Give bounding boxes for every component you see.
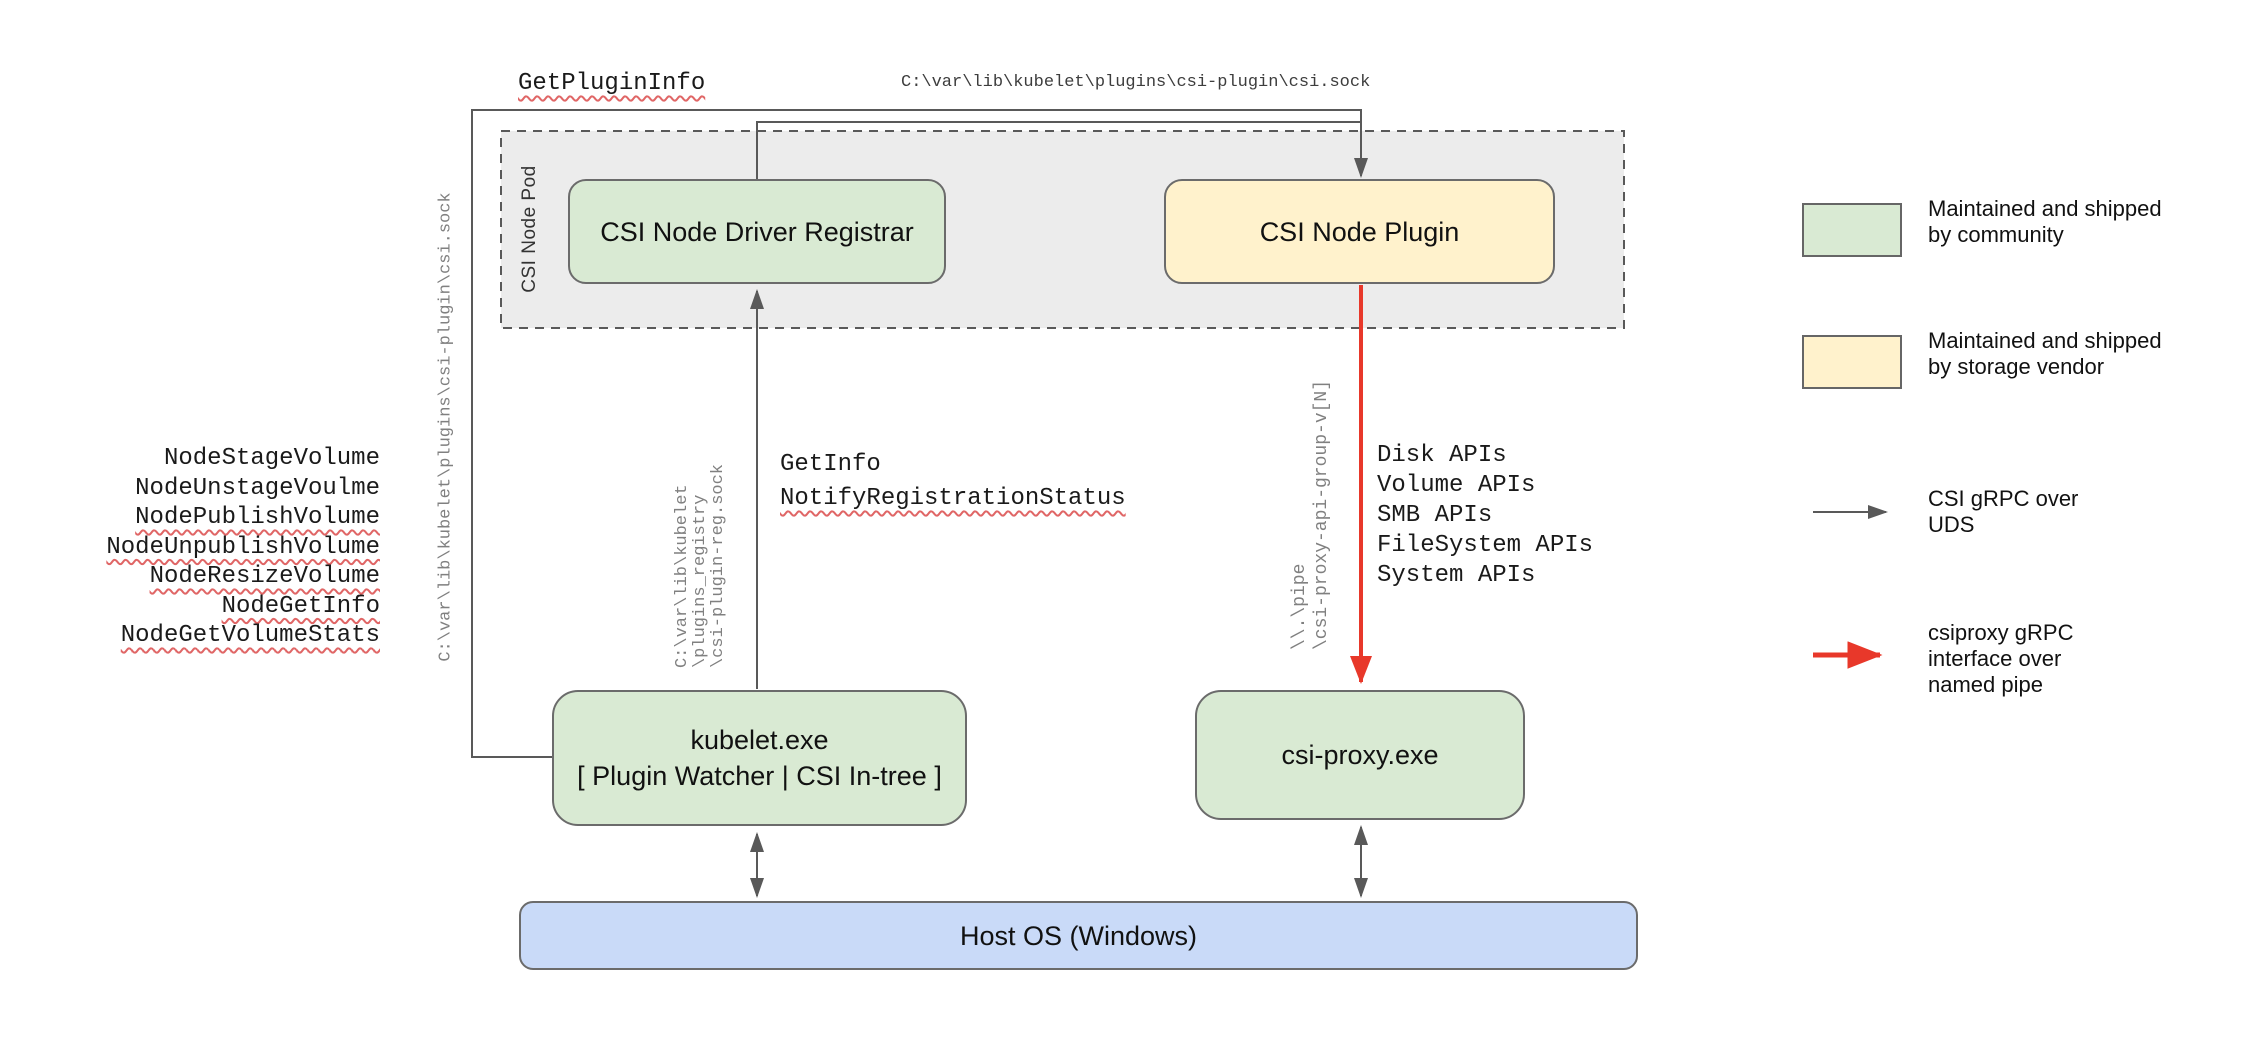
node-call: NodeResizeVolume [149, 563, 380, 590]
host-os-label: Host OS (Windows) [959, 920, 1198, 951]
legend-vendor-label: Maintained and shipped by storage vendor [1928, 328, 2162, 379]
node-call: NodeGetInfo [221, 592, 380, 620]
kubelet-title: kubelet.exe [690, 725, 829, 755]
kubelet-box: kubelet.exe [ Plugin Watcher | CSI In-tr… [552, 690, 967, 826]
node-rpc-call-list: NodeStageVolume NodeUnstageVoulme NodePu… [60, 444, 380, 651]
node-call: NodeUnpublishVolume [106, 533, 380, 561]
csi-node-driver-registrar-box: CSI Node Driver Registrar [568, 179, 946, 284]
proxy-api: Volume APIs [1377, 472, 1536, 499]
proxy-api: FileSystem APIs [1377, 532, 1594, 559]
legend-community-label: Maintained and shipped by community [1928, 196, 2162, 247]
node-call: NodeUnstageVoulme [135, 474, 380, 502]
proxy-api-list: Disk APIs Volume APIs SMB APIs FileSyste… [1377, 441, 1593, 591]
registrar-rpc-labels: GetInfo NotifyRegistrationStatus [780, 448, 1126, 516]
csi-sock-path-left-label: C:\var\lib\kubelet\plugins\csi-plugin\cs… [436, 192, 456, 662]
legend-community-swatch [1802, 203, 1902, 257]
uds-line-registrar-to-plugin [756, 121, 1361, 179]
node-call: NodePublishVolume [135, 504, 380, 531]
proxy-api: Disk APIs [1377, 442, 1507, 469]
legend-pipe-label: csiproxy gRPC interface over named pipe [1928, 620, 2074, 697]
node-call: NodeGetVolumeStats [120, 622, 380, 649]
csi-proxy-box: csi-proxy.exe [1195, 690, 1525, 820]
node-call: NodeStageVolume [163, 445, 380, 472]
csi-node-plugin-box: CSI Node Plugin [1164, 179, 1555, 284]
csi-proxy-label: csi-proxy.exe [1281, 740, 1439, 770]
proxy-api: SMB APIs [1377, 502, 1493, 529]
legend-vendor-swatch [1802, 335, 1902, 389]
host-os-box: Host OS (Windows) [519, 901, 1638, 970]
legend-uds-label: CSI gRPC over UDS [1928, 486, 2079, 537]
notify-registration-status-label: NotifyRegistrationStatus [780, 485, 1126, 512]
kubelet-subtitle: [ Plugin Watcher | CSI In-tree ] [577, 761, 942, 791]
get-plugin-info-label: GetPluginInfo [518, 70, 706, 97]
csi-node-driver-registrar-label: CSI Node Driver Registrar [600, 216, 914, 247]
named-pipe-path-label: \\.\pipe \csi-proxy-api-group-v[N] [1290, 379, 1332, 651]
csi-node-plugin-label: CSI Node Plugin [1259, 216, 1460, 247]
csi-node-pod-label: CSI Node Pod [519, 165, 540, 293]
proxy-api: System APIs [1377, 562, 1536, 589]
registration-sock-path-label: C:\var\lib\kubelet \plugins_registry \cs… [673, 463, 728, 669]
get-info-label: GetInfo [780, 451, 881, 478]
csi-sock-path-top-label: C:\var\lib\kubelet\plugins\csi-plugin\cs… [901, 73, 1371, 92]
uds-line-kubelet-to-plugin [471, 109, 1368, 758]
